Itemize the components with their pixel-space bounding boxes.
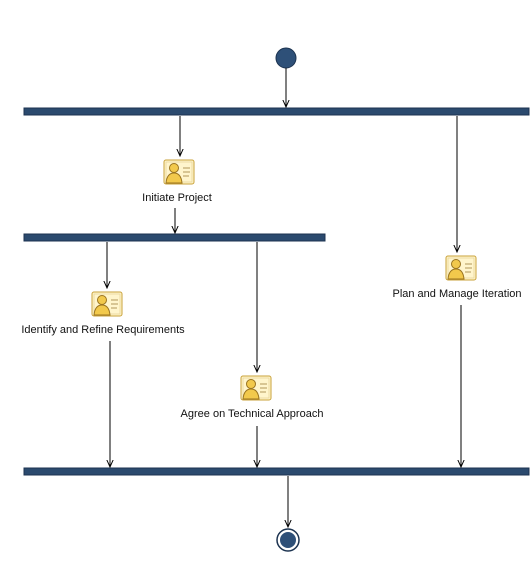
activity-label-initiate-project: Initiate Project xyxy=(142,192,212,204)
fork-bar-top xyxy=(23,107,530,116)
final-node xyxy=(276,528,300,552)
role-icon xyxy=(240,375,272,401)
role-icon xyxy=(445,255,477,281)
fork-bar-middle xyxy=(23,233,326,242)
role-icon xyxy=(91,291,123,317)
initial-node xyxy=(275,47,297,69)
activity-label-agree-on-technical-approach: Agree on Technical Approach xyxy=(180,408,324,420)
role-icon xyxy=(163,159,195,185)
activity-label-plan-and-manage-iteration: Plan and Manage Iteration xyxy=(392,288,522,300)
join-bar-bottom xyxy=(23,467,530,476)
activity-label-identify-and-refine-requirements: Identify and Refine Requirements xyxy=(21,324,185,336)
